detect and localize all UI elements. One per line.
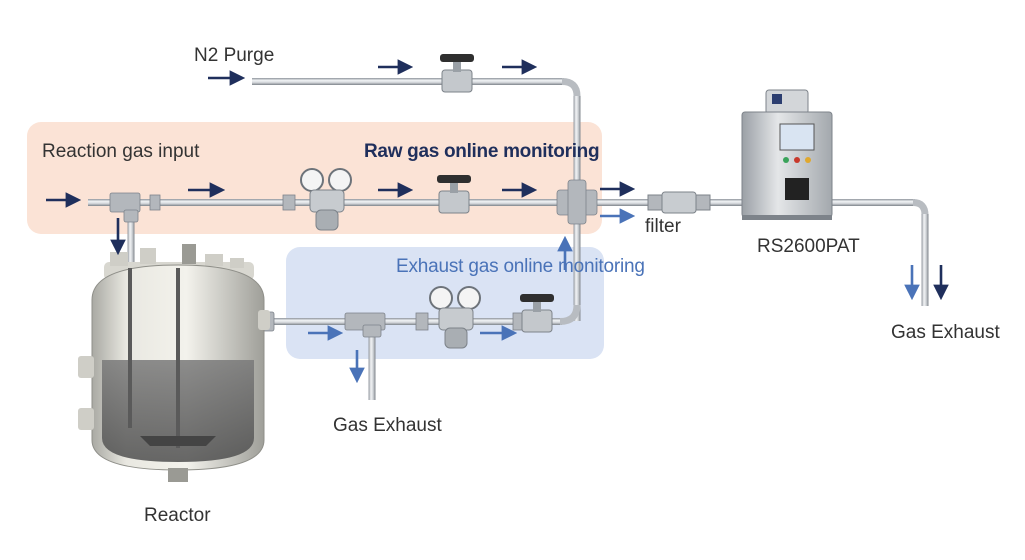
analyzer-label: RS2600PAT xyxy=(757,236,860,257)
analyzer-cabinet xyxy=(741,89,833,220)
reactor-vessel xyxy=(78,244,270,482)
reaction-gas-input-label: Reaction gas input xyxy=(42,141,200,162)
gas-exhaust-right-label: Gas Exhaust xyxy=(891,322,1000,343)
regulator-exhaust xyxy=(429,286,481,349)
filter-unit xyxy=(647,191,711,214)
gas-exhaust-bottom-label: Gas Exhaust xyxy=(333,415,442,436)
n2-purge-label: N2 Purge xyxy=(194,45,275,66)
valve-n2 xyxy=(440,54,474,93)
raw-gas-monitoring-label: Raw gas online monitoring xyxy=(364,141,600,162)
valve-raw xyxy=(437,175,471,214)
flow-arrows xyxy=(46,59,949,384)
valve-exhaust xyxy=(520,294,554,333)
reactor-label: Reactor xyxy=(144,505,211,526)
exhaust-gas-monitoring-label: Exhaust gas online monitoring xyxy=(396,256,645,277)
regulator-raw xyxy=(300,168,352,231)
filter-label: filter xyxy=(645,216,681,237)
